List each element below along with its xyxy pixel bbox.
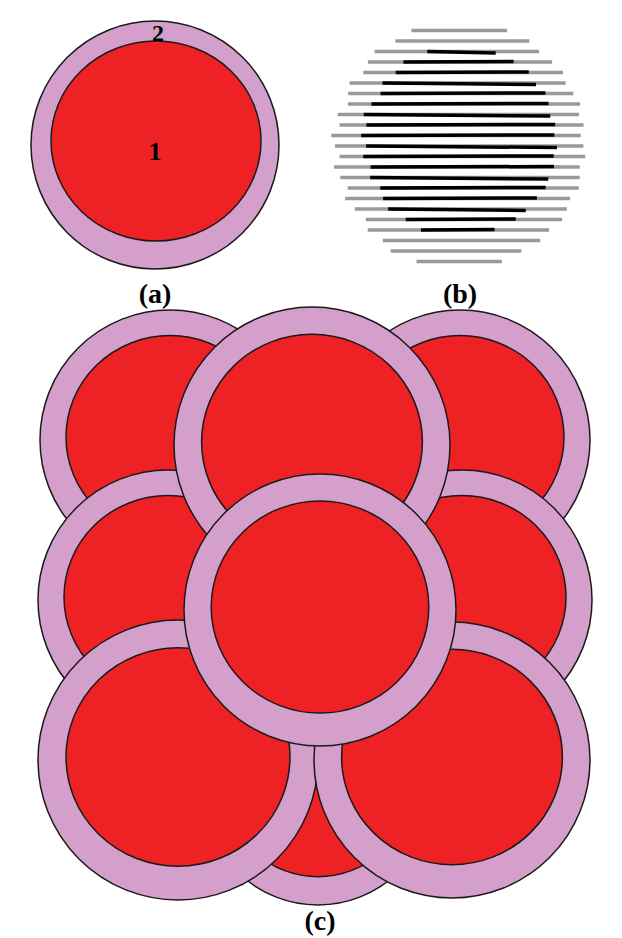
black-lamella bbox=[363, 154, 553, 158]
black-lamella bbox=[427, 52, 495, 54]
black-lamella bbox=[364, 115, 551, 117]
black-lamella bbox=[406, 217, 516, 221]
grey-lamella bbox=[331, 134, 580, 138]
grey-lamella bbox=[383, 239, 540, 243]
black-lamella bbox=[361, 133, 554, 137]
grey-lamella bbox=[391, 249, 522, 253]
grey-lamella bbox=[375, 50, 539, 54]
black-lamella bbox=[381, 91, 546, 95]
grey-lamella bbox=[345, 197, 570, 201]
grey-lamella bbox=[417, 260, 502, 264]
grey-lamella bbox=[334, 165, 580, 169]
packed-particles bbox=[38, 307, 592, 905]
panel-label: (b) bbox=[443, 280, 477, 308]
grey-lamella bbox=[348, 186, 579, 190]
callout-number: 2 bbox=[152, 21, 164, 45]
grey-lamella bbox=[363, 71, 563, 75]
shell bbox=[184, 474, 456, 746]
grey-lamella bbox=[335, 144, 583, 148]
black-lamella bbox=[396, 70, 529, 74]
grey-lamella bbox=[350, 81, 566, 85]
black-lamella bbox=[366, 123, 555, 127]
shell-circle: 12 bbox=[30, 20, 280, 270]
black-lamella bbox=[380, 186, 545, 190]
lamellae-figure bbox=[331, 31, 585, 262]
grey-lamella bbox=[348, 92, 573, 96]
grey-lamella bbox=[411, 29, 507, 33]
panel-label: (c) bbox=[304, 907, 335, 935]
grey-lamella bbox=[340, 176, 579, 180]
black-lamella bbox=[371, 102, 548, 106]
core bbox=[211, 501, 429, 713]
grey-lamella bbox=[338, 113, 579, 117]
grey-lamella bbox=[348, 102, 580, 106]
panel-label: (a) bbox=[139, 280, 172, 308]
grey-lamella bbox=[366, 218, 562, 222]
black-lamella bbox=[403, 60, 513, 64]
black-lamella bbox=[421, 228, 494, 232]
grey-lamella bbox=[340, 155, 586, 159]
black-lamella bbox=[370, 178, 548, 180]
core-circle: 1 bbox=[50, 40, 262, 242]
black-lamella bbox=[383, 196, 537, 200]
grey-lamella bbox=[368, 228, 549, 232]
grey-lamella bbox=[355, 207, 567, 211]
grey-lamella bbox=[395, 39, 529, 43]
callout-number: 1 bbox=[149, 139, 162, 165]
grey-lamella bbox=[340, 123, 584, 127]
black-lamella bbox=[371, 165, 554, 169]
black-lamella bbox=[383, 83, 536, 85]
core-shell-particle bbox=[184, 474, 456, 746]
black-lamella bbox=[366, 146, 557, 148]
black-lamella bbox=[388, 209, 526, 211]
grey-lamella bbox=[368, 60, 552, 64]
